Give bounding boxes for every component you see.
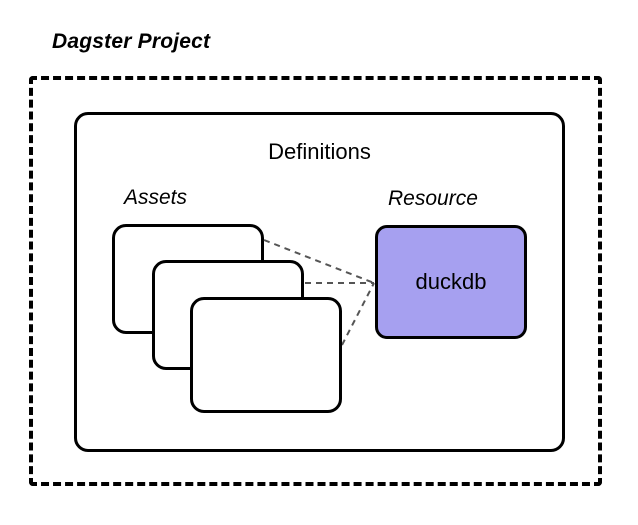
asset-card (190, 297, 342, 413)
assets-group-label: Assets (124, 186, 188, 209)
project-container (29, 76, 602, 486)
resource-duckdb-label: duckdb (415, 269, 487, 294)
resource-group-label: Resource (388, 187, 478, 210)
project-title: Dagster Project (52, 30, 211, 53)
definitions-title: Definitions (268, 139, 371, 164)
resource-duckdb-box: duckdb (375, 225, 527, 339)
